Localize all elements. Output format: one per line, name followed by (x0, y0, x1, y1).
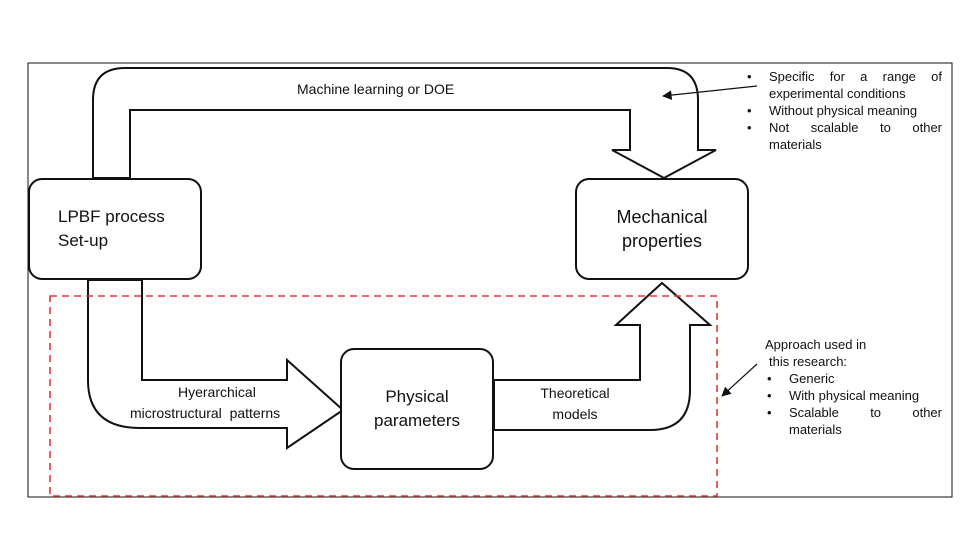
note-item: Not scalable to other materials (745, 119, 942, 153)
theoretical-label-line2: models (552, 406, 598, 422)
physical-box-line1: Physical (385, 387, 449, 406)
pointer-arrow-top-notes (662, 85, 758, 100)
note-item: Scalable to other materials (765, 404, 942, 438)
ml-doe-notes: Specific for a range of experimental con… (745, 68, 942, 153)
note-item: With physical meaning (765, 387, 942, 404)
hierarchical-label-line1: Hyerarchical (178, 384, 256, 400)
research-approach-notes: Approach used in this research: Generic … (765, 336, 942, 438)
note-item: Without physical meaning (745, 102, 942, 119)
mechanical-box-line1: Mechanical (616, 207, 708, 227)
top-arrow (92, 67, 717, 180)
hierarchical-label-line2: microstructural patterns (130, 405, 281, 421)
right-bottom-arrow (493, 281, 713, 431)
lpbf-box-line1: LPBF process (58, 207, 165, 226)
lpbf-box-line2: Set-up (58, 231, 109, 250)
outer-frame (27, 62, 953, 498)
mechanical-properties-box: Mechanical properties (575, 178, 749, 280)
approach-heading-line1: Approach used in (765, 337, 867, 352)
physical-parameters-box: Physical parameters (340, 348, 494, 470)
left-bottom-arrow (87, 279, 345, 450)
physical-box-line2: parameters (374, 411, 460, 430)
note-item: Specific for a range of experimental con… (745, 68, 942, 102)
approach-heading-line2: this research: (769, 354, 848, 369)
note-item: Generic (765, 370, 942, 387)
theoretical-label-line1: Theoretical (540, 385, 610, 401)
lpbf-process-box: LPBF process Set-up (28, 178, 202, 280)
mechanical-box-line2: properties (621, 231, 703, 251)
top-arrow-label: Machine learning or DOE (297, 81, 455, 97)
pointer-arrow-bottom-notes (721, 363, 758, 397)
research-approach-region (49, 295, 718, 497)
